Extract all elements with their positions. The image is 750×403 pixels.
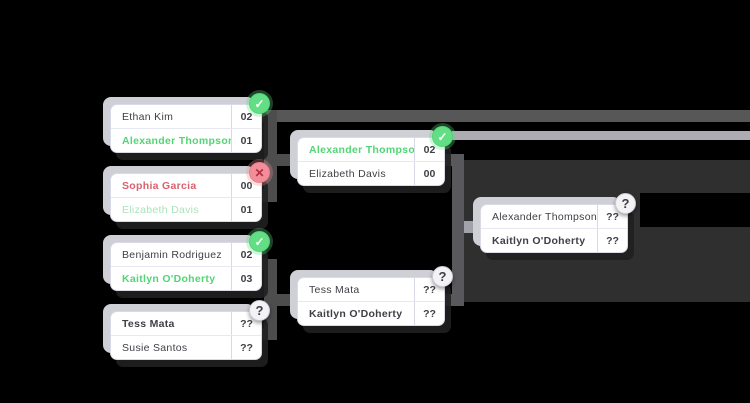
match-status-badge: ✕	[249, 162, 270, 183]
player-name: Alexander Thompson	[492, 210, 597, 223]
background-panel-notch	[640, 193, 750, 227]
match-final[interactable]: Alexander Thompson ?? Kaitlyn O'Doherty …	[480, 204, 628, 253]
connector-overflow-line	[262, 110, 750, 122]
player-score: ??	[414, 278, 444, 301]
connector-vertical-pair2	[264, 259, 277, 340]
match-round1-2[interactable]: Sophia Garcia 00 Elizabeth Davis 01	[110, 173, 262, 222]
player-row: Alexander Thompson 02	[298, 138, 444, 162]
connector-vertical-pair1	[264, 110, 277, 202]
match-round1-1[interactable]: Ethan Kim 02 Alexander Thompson 01	[110, 104, 262, 153]
player-row: Kaitlyn O'Doherty ??	[298, 302, 444, 325]
player-score: ??	[414, 302, 444, 325]
player-score: 01	[231, 129, 261, 152]
match-card: Alexander Thompson 02 Elizabeth Davis 00…	[290, 126, 453, 186]
question-mark-icon: ?	[255, 303, 264, 318]
match-status-badge: ✓	[249, 231, 270, 252]
match-round1-3[interactable]: Benjamin Rodriguez 02 Kaitlyn O'Doherty …	[110, 242, 262, 291]
cross-icon: ✕	[254, 165, 265, 180]
player-name: Kaitlyn O'Doherty	[309, 307, 403, 320]
match-card: Tess Mata ?? Susie Santos ?? ?	[103, 300, 270, 360]
player-row: Sophia Garcia 00	[111, 174, 261, 198]
player-score: ??	[597, 229, 627, 252]
player-name: Ethan Kim	[122, 110, 174, 123]
player-row: Elizabeth Davis 00	[298, 162, 444, 185]
match-card: Sophia Garcia 00 Elizabeth Davis 01 ✕	[103, 162, 270, 222]
player-name: Kaitlyn O'Doherty	[492, 234, 586, 247]
connector-stub-semifinal1	[445, 154, 455, 166]
player-name: Tess Mata	[122, 317, 175, 330]
player-score: 03	[231, 267, 261, 290]
player-score: 02	[231, 243, 261, 266]
check-icon: ✓	[254, 96, 265, 111]
player-name: Benjamin Rodriguez	[122, 248, 222, 261]
player-row: Kaitlyn O'Doherty 03	[111, 267, 261, 290]
player-row: Ethan Kim 02	[111, 105, 261, 129]
match-semifinal-1[interactable]: Alexander Thompson 02 Elizabeth Davis 00	[297, 137, 445, 186]
match-card: Tess Mata ?? Kaitlyn O'Doherty ?? ?	[290, 266, 453, 326]
player-score: ??	[231, 312, 261, 335]
player-score: 02	[231, 105, 261, 128]
check-icon: ✓	[437, 129, 448, 144]
player-row: Benjamin Rodriguez 02	[111, 243, 261, 267]
player-row: Elizabeth Davis 01	[111, 198, 261, 221]
connector-stub-match4	[260, 328, 277, 340]
player-name: Alexander Thompson	[309, 143, 414, 156]
player-name: Elizabeth Davis	[309, 167, 386, 180]
connector-stub-match2	[260, 190, 277, 202]
match-status-badge: ?	[615, 193, 636, 214]
player-score: 00	[231, 174, 261, 197]
match-card: Ethan Kim 02 Alexander Thompson 01 ✓	[103, 93, 270, 153]
player-score: 01	[231, 198, 261, 221]
connector-vertical-final	[452, 154, 464, 306]
match-card: Alexander Thompson ?? Kaitlyn O'Doherty …	[473, 193, 636, 253]
match-status-badge: ✓	[249, 93, 270, 114]
player-name: Tess Mata	[309, 283, 360, 296]
player-row: Alexander Thompson 01	[111, 129, 261, 152]
player-row: Susie Santos ??	[111, 336, 261, 359]
player-score: 00	[414, 162, 444, 185]
question-mark-icon: ?	[438, 269, 447, 284]
match-status-badge: ✓	[432, 126, 453, 147]
match-status-badge: ?	[432, 266, 453, 287]
player-name: Elizabeth Davis	[122, 203, 199, 216]
check-icon: ✓	[254, 234, 265, 249]
player-row: Alexander Thompson ??	[481, 205, 627, 229]
connector-stub-semifinal2	[445, 294, 455, 306]
question-mark-icon: ?	[621, 196, 630, 211]
player-row: Kaitlyn O'Doherty ??	[481, 229, 627, 252]
match-card: Benjamin Rodriguez 02 Kaitlyn O'Doherty …	[103, 231, 270, 291]
match-status-badge: ?	[249, 300, 270, 321]
connector-band-light	[452, 131, 750, 140]
match-round1-4[interactable]: Tess Mata ?? Susie Santos ??	[110, 311, 262, 360]
player-score: 02	[414, 138, 444, 161]
player-score: ??	[597, 205, 627, 228]
match-semifinal-2[interactable]: Tess Mata ?? Kaitlyn O'Doherty ??	[297, 277, 445, 326]
connector-stub-match3	[260, 259, 277, 271]
player-name: Susie Santos	[122, 341, 188, 354]
player-row: Tess Mata ??	[111, 312, 261, 336]
player-name: Alexander Thompson	[122, 134, 231, 147]
player-name: Sophia Garcia	[122, 179, 197, 192]
player-score: ??	[231, 336, 261, 359]
player-name: Kaitlyn O'Doherty	[122, 272, 216, 285]
player-row: Tess Mata ??	[298, 278, 444, 302]
